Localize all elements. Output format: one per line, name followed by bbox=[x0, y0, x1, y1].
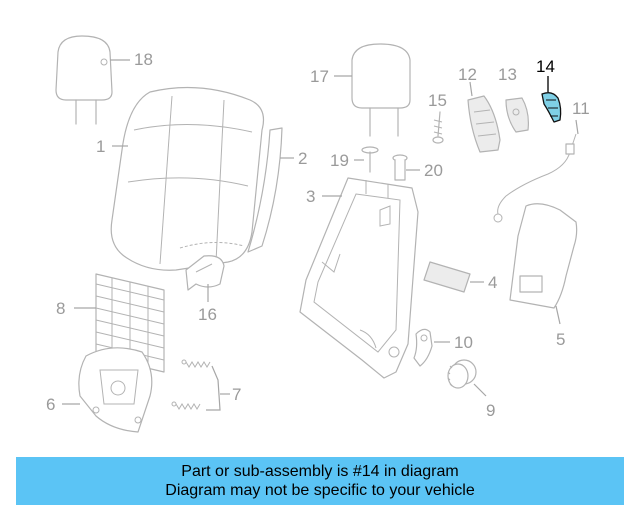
bolt-part-19 bbox=[361, 146, 379, 173]
guide-pin-part-15 bbox=[432, 111, 444, 144]
seatback-frame-part-3 bbox=[299, 177, 419, 379]
release-cable-part-11 bbox=[493, 133, 577, 223]
recliner-knob-part-9 bbox=[447, 359, 477, 389]
banner-line-1: Part or sub-assembly is #14 in diagram bbox=[181, 463, 459, 480]
callout-8: 8 bbox=[56, 299, 65, 318]
callout-6: 6 bbox=[46, 395, 55, 414]
lumbar-plate-part-6 bbox=[78, 347, 153, 433]
callout-2: 2 bbox=[298, 149, 307, 168]
banner-line-2: Diagram may not be specific to your vehi… bbox=[165, 482, 475, 499]
callout-4: 4 bbox=[488, 273, 497, 292]
headrest-part-17 bbox=[351, 43, 411, 137]
callout-10: 10 bbox=[454, 333, 473, 352]
release-handle-part-14 bbox=[541, 92, 562, 123]
rear-panel-part-5 bbox=[509, 203, 578, 309]
recliner-lever-part-10 bbox=[413, 328, 433, 367]
part-info-banner: Part or sub-assembly is #14 in diagram D… bbox=[16, 457, 624, 505]
seatback-cushion-part-1 bbox=[110, 86, 265, 271]
callout-1: 1 bbox=[96, 137, 105, 156]
guide-sleeve-part-20 bbox=[392, 154, 408, 181]
callout-9: 9 bbox=[486, 401, 495, 420]
callout-19: 19 bbox=[330, 151, 349, 170]
callout-7: 7 bbox=[232, 385, 241, 404]
springs-part-7 bbox=[171, 359, 211, 410]
callout-3: 3 bbox=[306, 187, 315, 206]
callout-17: 17 bbox=[310, 67, 329, 86]
trim-cover-part-12 bbox=[467, 95, 501, 153]
callout-16: 16 bbox=[198, 305, 217, 324]
callout-15: 15 bbox=[428, 91, 447, 110]
parts-diagram: 18 1 2 16 8 bbox=[46, 35, 590, 433]
pad-part-4 bbox=[423, 261, 471, 293]
side-panel-part-2 bbox=[247, 127, 283, 253]
headrest-part-18 bbox=[55, 35, 113, 125]
callout-5: 5 bbox=[556, 330, 565, 349]
bezel-part-13 bbox=[505, 97, 529, 133]
callout-11: 11 bbox=[572, 99, 590, 118]
callout-20: 20 bbox=[424, 161, 443, 180]
bracket-part-16 bbox=[185, 255, 225, 291]
callout-18: 18 bbox=[134, 50, 153, 69]
callout-14: 14 bbox=[536, 57, 555, 76]
callout-12: 12 bbox=[458, 65, 477, 84]
callout-13: 13 bbox=[498, 65, 517, 84]
